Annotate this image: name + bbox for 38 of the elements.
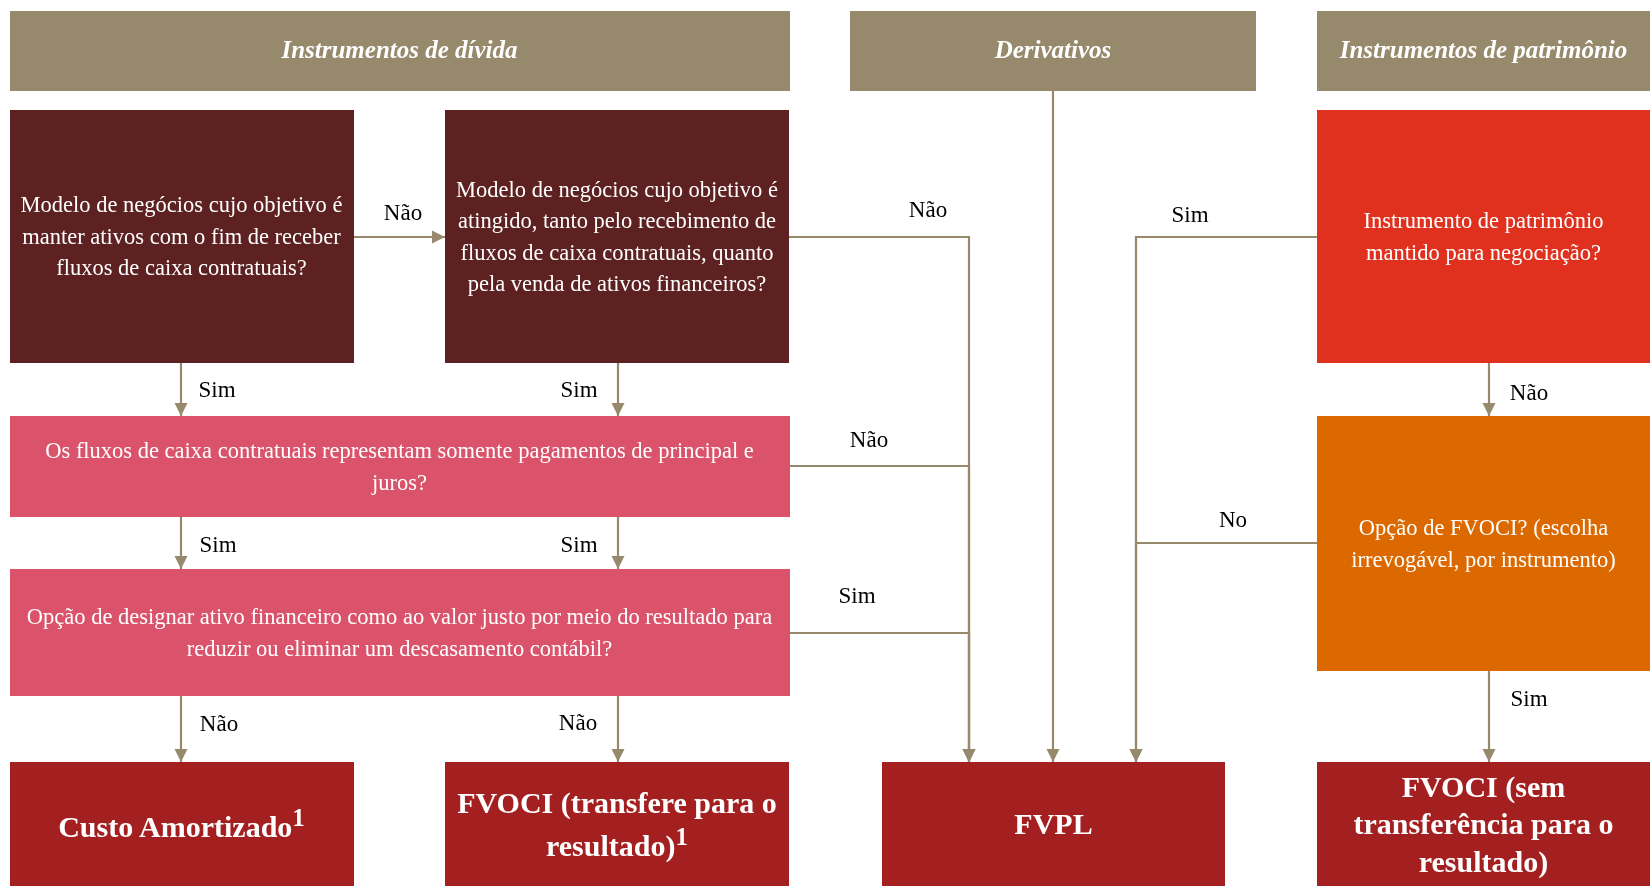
node-text: FVOCI (transfere para o resultado)$^{1}$ — [456, 784, 778, 864]
node-text: FVOCI (sem transferência para o resultado) — [1352, 768, 1615, 880]
connector-arrow — [611, 517, 625, 569]
connector-arrow — [353, 230, 445, 244]
node-text: Instrumentos de dívida — [281, 36, 518, 65]
node-text: Modelo de negócios cujo objetivo é atingido, tanto pelo recebimento de fluxos de caixa contratuais, quanto pela venda de ativos financeiros? — [455, 175, 779, 298]
decision-box — [9, 416, 790, 517]
connector-arrow — [611, 363, 625, 416]
connector-arrow — [174, 363, 188, 416]
result-box — [1317, 762, 1650, 886]
decision-box — [445, 110, 789, 363]
connector-arrow — [611, 696, 625, 762]
connector-arrow — [1482, 671, 1496, 762]
result-box — [445, 762, 789, 886]
result-box — [882, 762, 1225, 886]
node-text: Modelo de negócios cujo objetivo é manter ativos com o fim de receber fluxos de caixa contratuais? — [19, 191, 344, 283]
connector-arrow — [1482, 363, 1496, 416]
decision-box — [9, 110, 354, 363]
result-box — [9, 762, 354, 886]
node-text: Custo Amortizado$^{1}$ — [58, 803, 305, 846]
connector-arrow — [789, 631, 976, 762]
connector-arrow — [1046, 90, 1060, 762]
node-text: FVPL — [1014, 806, 1093, 843]
connector-arrow — [174, 696, 188, 762]
decision-box — [1317, 110, 1650, 363]
column-header — [1317, 10, 1650, 91]
connector-arrow — [174, 517, 188, 569]
decision-box — [9, 569, 790, 696]
node-text: Os fluxos de caixa contratuais representam somente pagamentos de principal e juros? — [44, 437, 755, 497]
node-text: Instrumentos de patrimônio — [1339, 36, 1628, 65]
column-header — [850, 10, 1256, 91]
column-header — [9, 10, 790, 91]
decision-box — [1317, 416, 1650, 671]
connector-arrow — [1129, 541, 1317, 762]
node-text: Instrumento de patrimônio mantido para negociação? — [1362, 207, 1605, 267]
node-text: Opção de designar ativo financeiro como ao valor justo por meio do resultado para reduzir ou eliminar um descasamento contábil? — [25, 603, 774, 663]
node-text: Derivativos — [994, 36, 1112, 65]
node-text: Opção de FVOCI? (escolha irrevogável, por instrumento) — [1350, 514, 1617, 574]
